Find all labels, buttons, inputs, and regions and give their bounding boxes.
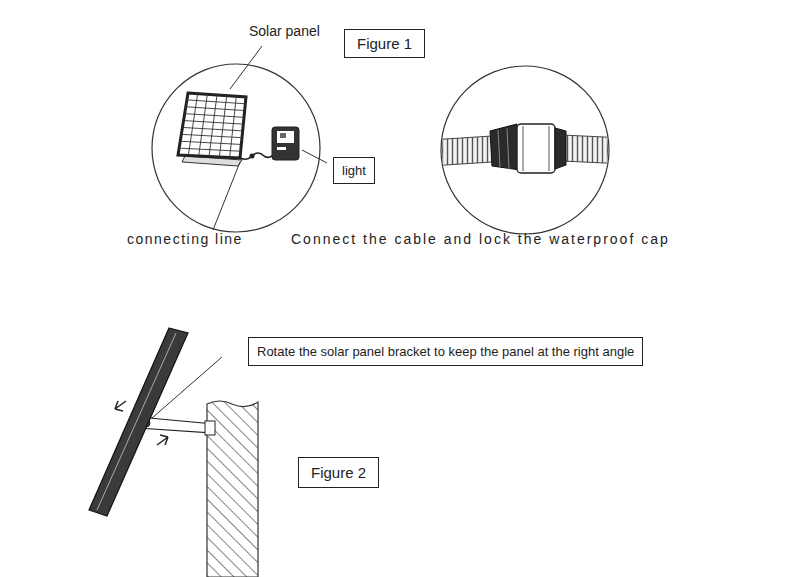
drawing-stroke: [498, 130, 500, 167]
drawing-stroke: [230, 46, 262, 89]
drawing-stroke: [157, 435, 168, 445]
drawing-stroke: [205, 421, 215, 435]
drawing-stroke: [181, 134, 242, 137]
caption-box: light: [333, 157, 375, 184]
drawing-stroke: [185, 114, 244, 118]
drawing-stroke: [213, 162, 240, 230]
drawing-stroke: [182, 127, 242, 130]
connector-circle: [430, 66, 625, 234]
drawing-stroke: [219, 96, 226, 157]
label-text: Connect the cable and lock the waterproo…: [291, 231, 670, 247]
box-text: light: [342, 163, 366, 178]
panel-circle: [152, 46, 327, 232]
drawing-stroke: [186, 107, 245, 111]
box-text: Rotate the solar panel bracket to keep t…: [257, 344, 634, 359]
drawing-stroke: [179, 148, 241, 151]
drawing-stroke: [562, 135, 625, 164]
label-text: Solar panel: [249, 23, 320, 39]
drawing-stroke: [277, 131, 294, 143]
box-text: Figure 1: [357, 35, 412, 52]
drawing-stroke: [238, 152, 276, 159]
mount-figure: [89, 328, 258, 577]
drawing-stroke: [430, 136, 492, 166]
drawing-stroke: [89, 328, 188, 516]
drawing-stroke: [490, 124, 520, 170]
drawing-stroke: [97, 333, 176, 510]
drawing-stroke: [188, 94, 197, 156]
drawing-stroke: [549, 126, 550, 171]
drawing-stroke: [441, 66, 609, 234]
caption-box: Figure 1: [344, 29, 425, 58]
drawing-stroke: [180, 141, 241, 144]
drawing-stroke: [199, 94, 208, 156]
drawing-stroke: [187, 100, 245, 104]
drawing-stroke: [152, 357, 222, 418]
box-text: Figure 2: [311, 464, 366, 481]
solar-cells: [179, 94, 245, 158]
drawing-stroke: [178, 93, 246, 158]
drawing-stroke: [250, 154, 255, 159]
drawing-stroke: [555, 128, 566, 169]
drawing-stroke: [152, 64, 320, 232]
label-text: connecting line: [127, 231, 243, 247]
drawing-stroke: [523, 126, 524, 171]
drawing-stroke: [115, 401, 126, 411]
drawing-stroke: [272, 127, 299, 160]
drawing-stroke: [277, 147, 286, 150]
caption-box: Figure 2: [298, 457, 379, 488]
drawing-stroke: [507, 128, 509, 169]
drawing-stroke: [209, 95, 217, 157]
drawing-stroke: [302, 150, 327, 163]
drawing-stroke: [280, 133, 286, 138]
drawing-stroke: [517, 124, 555, 173]
drawing-stroke: [230, 96, 237, 157]
caption-box: Rotate the solar panel bracket to keep t…: [248, 337, 643, 366]
drawing-stroke: [184, 121, 244, 125]
